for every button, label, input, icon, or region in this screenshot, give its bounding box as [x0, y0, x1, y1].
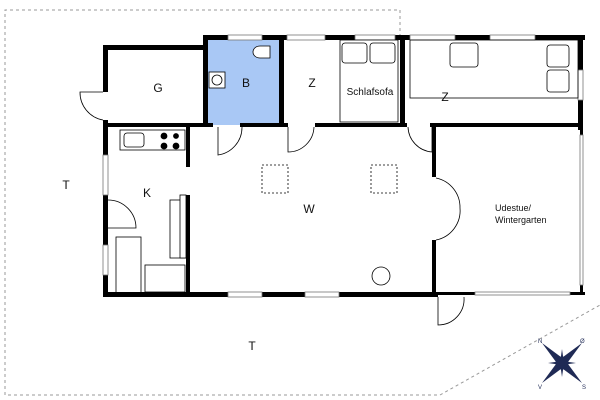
- terrace-label-left: T: [62, 178, 70, 192]
- room-label-conservatory-1: Udestue/: [495, 203, 532, 213]
- terrace-label-bottom: T: [248, 339, 256, 353]
- compass-n: N: [538, 339, 542, 345]
- room-label-conservatory-2: Wintergarten: [495, 215, 547, 225]
- doors: [79, 91, 465, 326]
- terrace-outline: [4, 9, 600, 396]
- fixtures: [115, 39, 579, 296]
- compass-rose-icon: N Ø S V: [538, 339, 586, 391]
- sofa-label: Schlafsofa: [347, 87, 394, 98]
- room-label-bedroom-1: Z: [308, 76, 315, 90]
- room-label-living: W: [303, 202, 315, 216]
- compass-e: Ø: [580, 339, 585, 345]
- room-label-bath: B: [242, 76, 250, 90]
- windows: [102, 34, 584, 298]
- compass-w: V: [538, 385, 542, 391]
- room-label-bedroom-2: Z: [441, 90, 448, 104]
- room-label-kitchen: K: [143, 186, 151, 200]
- compass-s: S: [582, 385, 586, 391]
- room-label-garage: G: [153, 81, 162, 95]
